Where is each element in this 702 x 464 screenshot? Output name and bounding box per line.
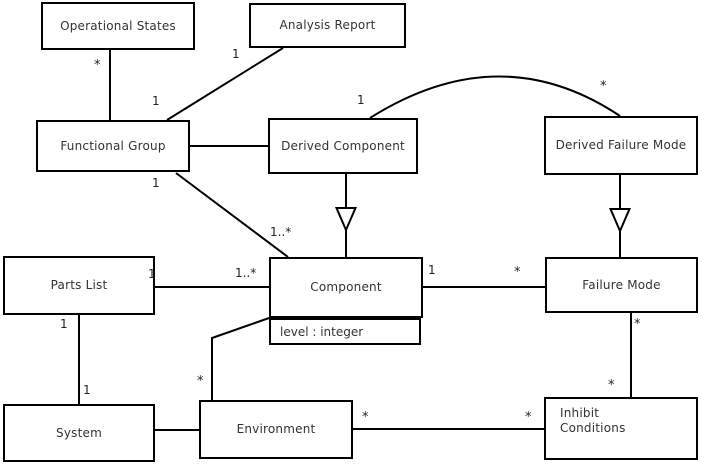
multiplicity-label-partslist-component-1: 1..* bbox=[235, 266, 257, 280]
class-name-derived-failure-mode: Derived Failure Mode bbox=[555, 138, 687, 152]
multiplicity-label-functionalgroup-derivedcomponent-0: 1 bbox=[357, 93, 365, 107]
class-box-environment[interactable]: Environment bbox=[199, 400, 353, 459]
multiplicity-label-partslist-system-1: 1 bbox=[83, 383, 91, 397]
multiplicity-label-component-failuremode-1: * bbox=[514, 265, 521, 280]
edge-derivedfailuremode-failuremode[interactable] bbox=[608, 175, 632, 257]
class-box-system[interactable]: System bbox=[3, 404, 155, 462]
edge-analysisreport-functionalgroup[interactable] bbox=[166, 47, 284, 121]
multiplicity-label-partslist-system-0: 1 bbox=[60, 317, 68, 331]
multiplicity-label-opstates-functionalgroup-0: * bbox=[94, 58, 101, 73]
class-name-inhibit-conditions: Inhibit Conditions bbox=[560, 406, 626, 435]
class-name-functional-group: Functional Group bbox=[60, 138, 166, 153]
generalization-triangle-derivedcomponent-component bbox=[334, 207, 358, 233]
class-attribute-component-0: level : integer bbox=[280, 324, 364, 339]
class-name-environment: Environment bbox=[236, 422, 316, 436]
edge-derivedcomponent-component[interactable] bbox=[334, 174, 358, 257]
class-name-failure-mode: Failure Mode bbox=[582, 277, 661, 292]
class-box-derived-component[interactable]: Derived Component bbox=[268, 118, 418, 174]
multiplicity-label-functionalgroup-component-1: 1..* bbox=[270, 225, 292, 239]
edge-derivedcomponent-derivedfailuremode[interactable] bbox=[369, 75, 621, 119]
class-box-failure-mode[interactable]: Failure Mode bbox=[545, 257, 698, 313]
multiplicity-label-failuremode-inhibitconditions-0: * bbox=[634, 317, 641, 332]
class-box-derived-failure-mode[interactable]: Derived Failure Mode bbox=[544, 116, 698, 175]
multiplicity-label-partslist-component-0: 1 bbox=[148, 267, 156, 281]
class-name-analysis-report: Analysis Report bbox=[279, 18, 376, 32]
class-attributes-compartment-component: level : integer bbox=[269, 318, 421, 345]
class-name-derived-component: Derived Component bbox=[281, 138, 405, 153]
class-name-parts-list: Parts List bbox=[50, 278, 108, 292]
edge-functionalgroup-component[interactable] bbox=[175, 172, 289, 258]
multiplicity-label-analysisreport-functionalgroup-0: 1 bbox=[232, 47, 240, 61]
multiplicity-label-environment-inhibitconditions-1: * bbox=[525, 410, 532, 425]
class-box-component[interactable]: Component level : integer bbox=[269, 257, 423, 345]
class-box-operational-states[interactable]: Operational States bbox=[41, 2, 195, 50]
class-box-parts-list[interactable]: Parts List bbox=[3, 256, 155, 315]
class-name-operational-states: Operational States bbox=[60, 18, 176, 33]
class-box-analysis-report[interactable]: Analysis Report bbox=[249, 3, 406, 48]
multiplicity-label-derivedcomponent-derivedfailuremode-0: * bbox=[600, 79, 607, 94]
multiplicity-label-component-environment-0: * bbox=[197, 374, 204, 389]
multiplicity-label-functionalgroup-component-0: 1 bbox=[152, 176, 160, 190]
generalization-triangle-derivedfailuremode-failuremode bbox=[608, 208, 632, 234]
class-name-compartment-component: Component bbox=[269, 257, 423, 318]
edge-component-environment[interactable] bbox=[211, 317, 270, 400]
class-box-inhibit-conditions[interactable]: Inhibit Conditions bbox=[544, 397, 698, 460]
multiplicity-label-failuremode-inhibitconditions-1: * bbox=[608, 378, 615, 393]
multiplicity-label-analysisreport-functionalgroup-1: 1 bbox=[152, 94, 160, 108]
multiplicity-label-component-failuremode-0: 1 bbox=[428, 263, 436, 277]
class-name-system: System bbox=[56, 425, 102, 440]
class-box-functional-group[interactable]: Functional Group bbox=[36, 120, 190, 172]
class-name-component: Component bbox=[310, 280, 382, 294]
multiplicity-label-environment-inhibitconditions-0: * bbox=[362, 410, 369, 425]
